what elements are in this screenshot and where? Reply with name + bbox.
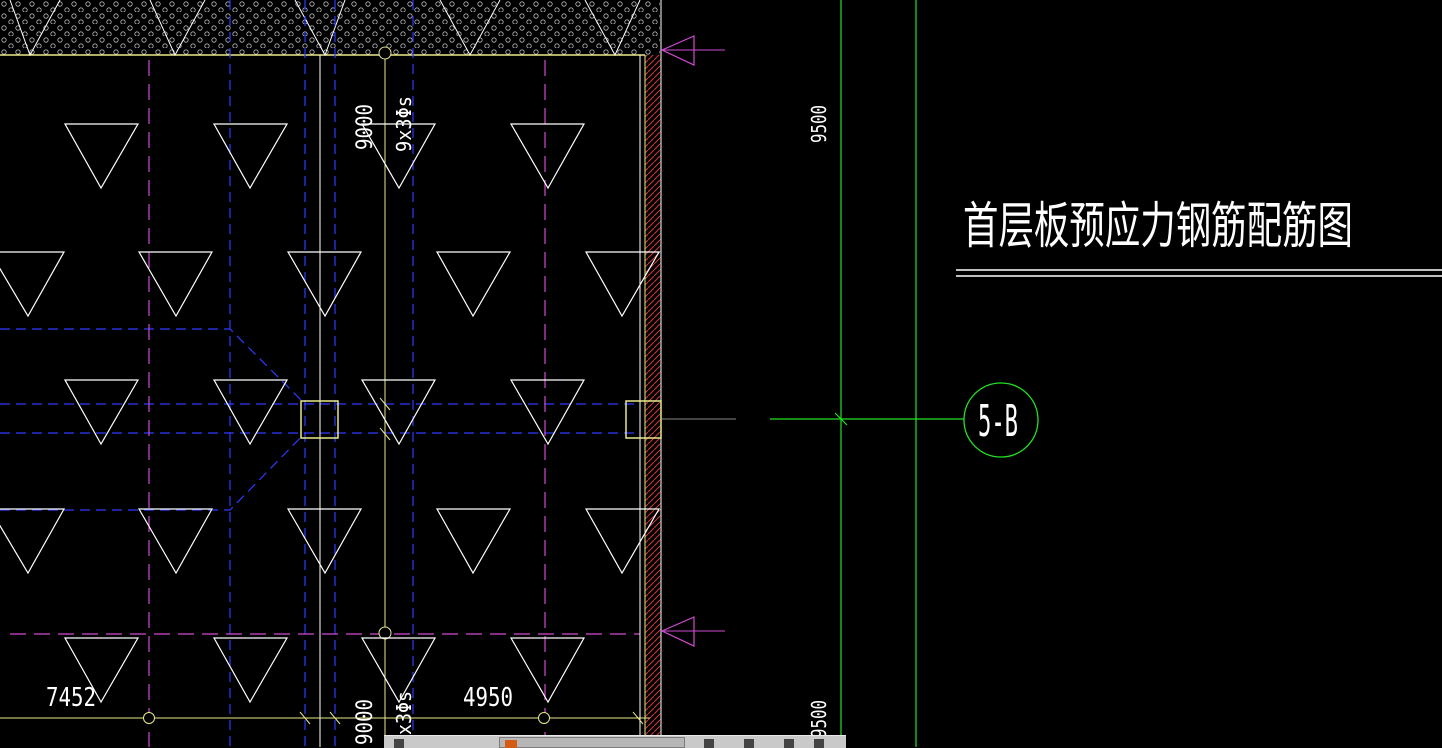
grid-bubble-label: 5-B <box>978 396 1018 447</box>
rebar-label-bottom: x3Φs <box>392 691 416 735</box>
top-pattern-strip <box>0 0 660 55</box>
rebar-label-top: 9x3Φs <box>392 96 416 152</box>
dimension-9500-top: 9500 <box>807 105 831 143</box>
tray-icon[interactable] <box>744 739 754 748</box>
grid-node <box>143 712 155 724</box>
column-square[interactable] <box>625 400 662 439</box>
tray-icon[interactable] <box>814 739 824 748</box>
grid-node <box>378 626 392 640</box>
green-grid-lines <box>770 0 964 747</box>
document-icon <box>505 740 517 748</box>
dimension-9500-bottom: 9500 <box>807 700 831 738</box>
tray-icon[interactable] <box>704 739 714 748</box>
drawing-title: 首层板预应力钢筋配筋图 <box>963 197 1353 255</box>
app-icon[interactable] <box>394 739 404 748</box>
grid-node <box>538 712 550 724</box>
tray-icon[interactable] <box>784 739 794 748</box>
grid-bubble-circle[interactable] <box>963 382 1039 458</box>
section-arrow-top <box>660 35 695 66</box>
tendon-triangles <box>0 123 661 704</box>
dimension-7452: 7452 <box>46 683 96 713</box>
section-arrow-bottom <box>660 616 695 647</box>
dimension-9000-top: 9000 <box>353 104 378 150</box>
magenta-dashed-lines <box>10 60 640 747</box>
dimension-4950: 4950 <box>463 683 513 713</box>
dimension-9000-bottom: 9000 <box>353 699 378 745</box>
column-square[interactable] <box>300 400 339 439</box>
grid-node <box>378 46 392 60</box>
taskbar-tab[interactable] <box>499 737 685 748</box>
taskbar[interactable] <box>384 735 846 748</box>
